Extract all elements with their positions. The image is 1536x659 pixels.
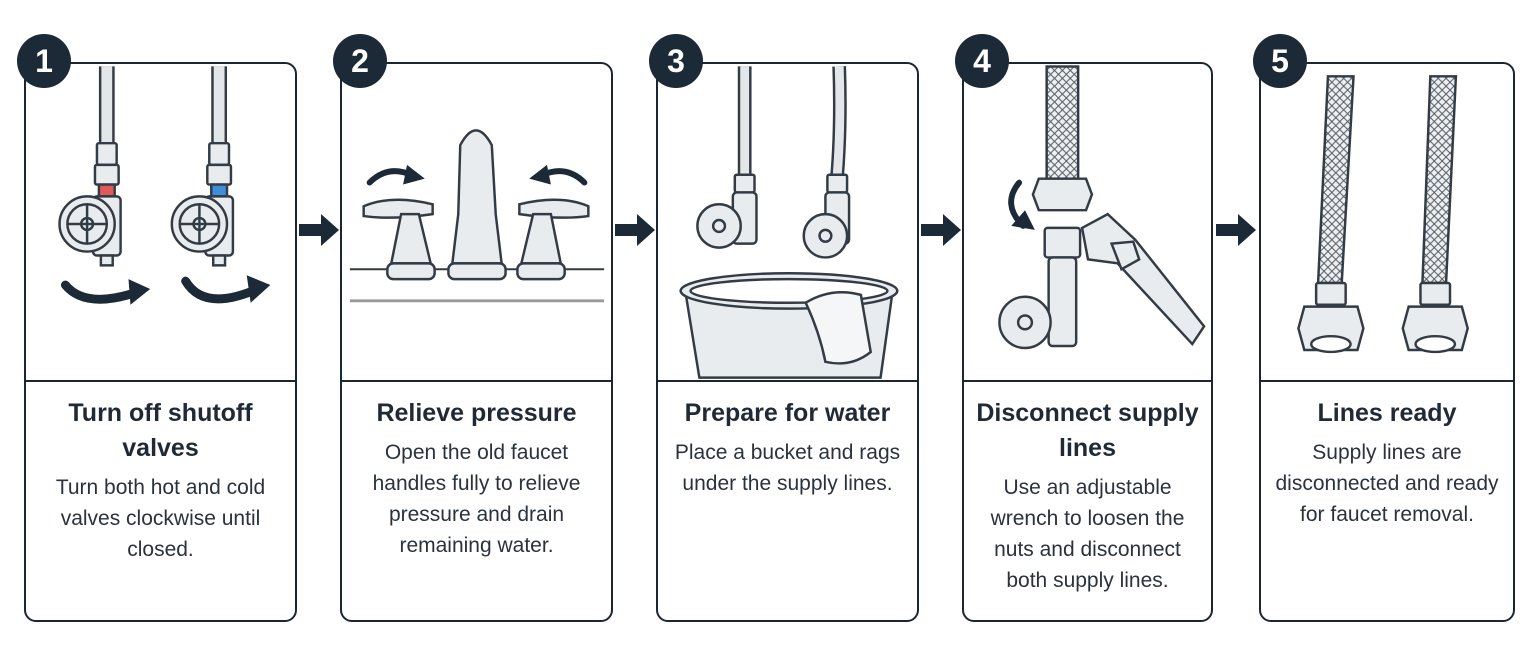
bucket-icon	[679, 66, 899, 379]
step-5-illustration	[1261, 64, 1513, 382]
step-3-illustration	[658, 64, 917, 382]
step-2-title: Relieve pressure	[376, 399, 577, 427]
step-3-title: Prepare for water	[684, 399, 891, 427]
arrow-right-icon	[613, 212, 657, 248]
step-card-1: Turn off shutoff valves Turn both hot an…	[24, 62, 297, 622]
faucet-icon	[349, 129, 605, 303]
step-5-description: Supply lines are disconnected and ready …	[1275, 441, 1499, 526]
step-5-badge: 5	[1253, 34, 1307, 88]
shutoff-valves-icon	[58, 66, 271, 305]
step-5-title: Lines ready	[1317, 399, 1457, 427]
step-card-3: Prepare for water Place a bucket and rag…	[656, 62, 919, 622]
step-4-description: Use an adjustable wrench to loosen the n…	[990, 476, 1185, 592]
step-1-title: Turn off shutoff valves	[68, 399, 253, 462]
step-card-4: Disconnect supply lines Use an adjustabl…	[962, 62, 1213, 622]
step-2-badge: 2	[333, 34, 387, 88]
supply-lines-icon	[1297, 75, 1469, 354]
step-1-illustration	[26, 64, 295, 382]
step-4-title: Disconnect supply lines	[976, 399, 1199, 462]
step-4-badge: 4	[955, 34, 1009, 88]
wrench-icon	[998, 65, 1206, 350]
step-card-2: Relieve pressure Open the old faucet han…	[340, 62, 613, 622]
step-2-description: Open the old faucet handles fully to rel…	[372, 441, 581, 557]
step-4-illustration	[964, 64, 1211, 382]
step-3-badge: 3	[649, 34, 703, 88]
arrow-right-icon	[919, 212, 963, 248]
step-2-illustration	[342, 64, 611, 382]
step-3-description: Place a bucket and rags under the supply…	[674, 441, 901, 495]
step-1-badge: 1	[17, 34, 71, 88]
arrow-right-icon	[297, 212, 341, 248]
step-1-description: Turn both hot and cold valves clockwise …	[55, 476, 266, 561]
step-card-5: Lines ready Supply lines are disconnecte…	[1259, 62, 1515, 622]
arrow-right-icon	[1214, 212, 1258, 248]
